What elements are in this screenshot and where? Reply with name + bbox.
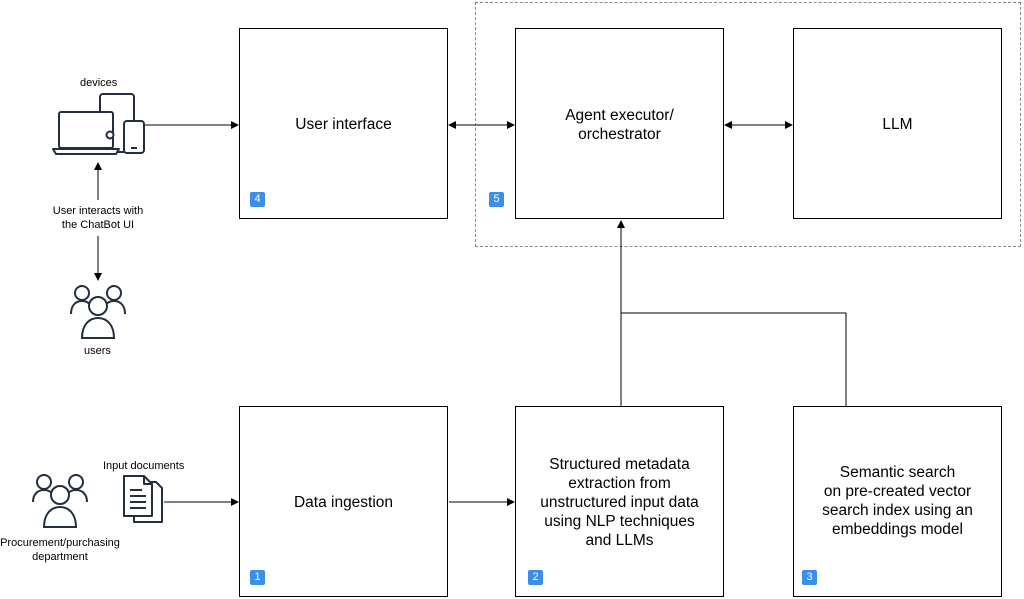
user-interface-box: User interface 4	[239, 28, 448, 219]
input-documents-label: Input documents	[103, 460, 185, 472]
users-label: users	[84, 345, 111, 357]
structured-metadata-title: Structured metadata extraction from unst…	[516, 455, 723, 550]
agent-title-line2: orchestrator	[578, 126, 661, 143]
semantic-line-3: search index using an	[822, 502, 973, 519]
badge-1: 1	[250, 570, 265, 585]
data-ingestion-box: Data ingestion 1	[239, 406, 448, 597]
agent-executor-title: Agent executor/ orchestrator	[516, 106, 723, 144]
agent-title-line1: Agent executor/	[565, 107, 674, 124]
procurement-label: Procurement/purchasing department	[0, 536, 120, 564]
data-ingestion-title: Data ingestion	[293, 494, 394, 511]
badge-4: 4	[250, 192, 265, 207]
procurement-users-icon	[32, 474, 88, 528]
llm-title: LLM	[882, 116, 913, 133]
structured-line-5: and LLMs	[585, 532, 654, 549]
users-icon	[70, 285, 126, 339]
user-interface-title: User interface	[295, 116, 392, 133]
agent-executor-box: Agent executor/ orchestrator 5	[489, 28, 724, 219]
badge-5: 5	[489, 192, 504, 207]
llm-box: LLM	[793, 28, 1002, 219]
structured-metadata-box: Structured metadata extraction from unst…	[515, 406, 724, 597]
structured-line-3: unstructured input data	[540, 494, 699, 511]
documents-icon	[123, 475, 163, 523]
semantic-line-2: on pre-created vector	[823, 483, 972, 500]
structured-line-2: extraction from	[568, 475, 671, 492]
badge-2: 2	[528, 570, 543, 585]
devices-icon	[52, 93, 145, 155]
interaction-label: User interacts with the ChatBot UI	[48, 204, 148, 232]
connector-semantic-join	[621, 312, 847, 406]
semantic-line-1: Semantic search	[839, 464, 956, 481]
interaction-label-line2: the ChatBot UI	[61, 219, 135, 231]
structured-line-1: Structured metadata	[549, 456, 690, 473]
semantic-search-title: Semantic search on pre-created vector se…	[794, 463, 1001, 539]
semantic-line-4: embeddings model	[832, 521, 963, 538]
badge-3: 3	[802, 570, 817, 585]
semantic-search-box: Semantic search on pre-created vector se…	[793, 406, 1002, 597]
devices-label: devices	[80, 77, 118, 89]
interaction-label-line1: User interacts with	[52, 205, 144, 217]
structured-line-4: using NLP techniques	[544, 513, 695, 530]
procurement-label-line1: Procurement/purchasing	[0, 537, 120, 549]
procurement-label-line2: department	[32, 551, 88, 563]
